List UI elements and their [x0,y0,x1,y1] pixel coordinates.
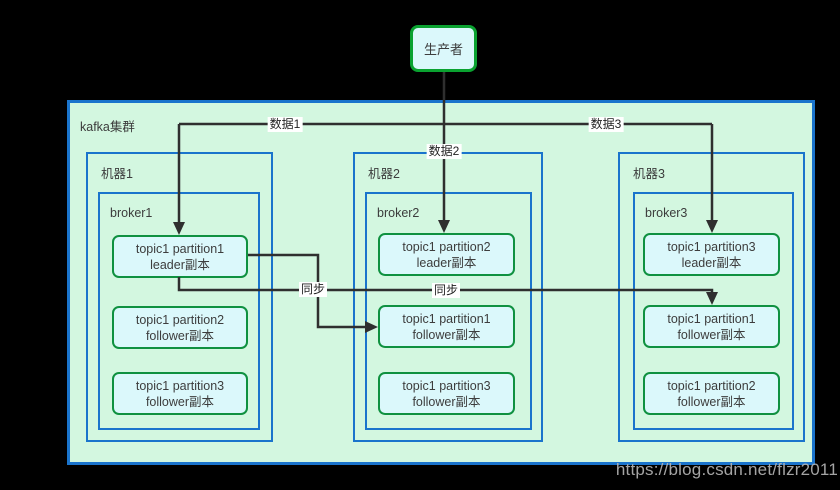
partition-role: leader副本 [150,257,210,272]
partition-role: follower副本 [677,394,746,409]
kafka-cluster-label: kafka集群 [80,120,135,134]
partition-node-m2-leader: topic1 partition2 leader副本 [378,233,515,276]
edge-label-data1: 数据1 [267,117,303,132]
broker-2-panel: broker2 [365,192,532,430]
partition-title: topic1 partition2 [135,312,225,327]
machine-1-label: 机器1 [101,167,133,181]
broker-1-label: broker1 [110,206,153,220]
edge-label-sync-left: 同步 [298,282,328,297]
edge-label-data3: 数据3 [588,117,624,132]
partition-node-m3-leader: topic1 partition3 leader副本 [643,233,780,276]
broker-3-label: broker3 [645,206,688,220]
partition-node-m3-follower1: topic1 partition1 follower副本 [643,305,780,348]
edge-label-data2: 数据2 [426,144,462,159]
watermark-url: https://blog.csdn.net/flzr2011 [615,460,838,479]
partition-role: leader副本 [681,255,742,270]
partition-title: topic1 partition1 [667,311,756,326]
partition-node-m2-follower3: topic1 partition3 follower副本 [378,372,515,415]
machine-3-label: 机器3 [633,167,665,181]
partition-role: leader副本 [416,255,477,270]
broker-3-panel: broker3 [633,192,794,430]
machine-2-label: 机器2 [368,167,400,181]
producer-label: 生产者 [423,42,463,57]
partition-title: topic1 partition1 [135,241,225,256]
partition-role: follower副本 [412,394,481,409]
partition-title: topic1 partition2 [667,378,756,393]
producer-node: 生产者 [410,25,477,72]
partition-title: topic1 partition2 [402,239,491,254]
partition-node-m1-follower2: topic1 partition2 follower副本 [112,306,248,349]
partition-node-m2-follower1: topic1 partition1 follower副本 [378,305,515,348]
partition-role: follower副本 [677,327,746,342]
partition-node-m1-follower3: topic1 partition3 follower副本 [112,372,248,415]
partition-title: topic1 partition1 [402,311,491,326]
partition-title: topic1 partition3 [402,378,491,393]
partition-role: follower副本 [145,394,215,409]
partition-role: follower副本 [412,327,481,342]
partition-node-m3-follower2: topic1 partition2 follower副本 [643,372,780,415]
partition-node-m1-leader: topic1 partition1 leader副本 [112,235,248,278]
edge-label-sync-mid: 同步 [431,283,461,298]
partition-title: topic1 partition3 [667,239,756,254]
broker-2-label: broker2 [377,206,420,220]
partition-role: follower副本 [145,328,215,343]
partition-title: topic1 partition3 [135,378,225,393]
